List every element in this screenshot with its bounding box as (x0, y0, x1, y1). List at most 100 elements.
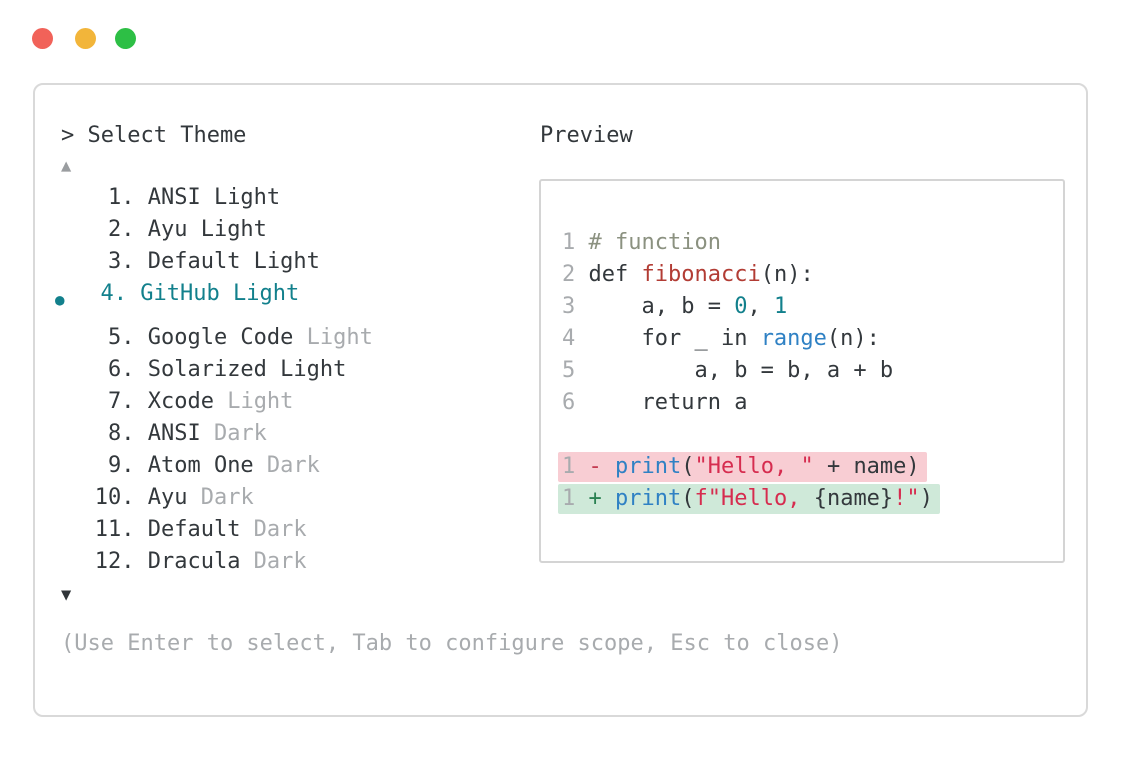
diff-highlight: 1 - print("Hello, " + name) (558, 452, 927, 482)
code-token-string: "Hello, " (694, 454, 814, 479)
zoom-button[interactable] (115, 28, 136, 49)
minimize-button[interactable] (75, 28, 96, 49)
theme-option-variant: Dark (200, 421, 267, 446)
scroll-down-icon[interactable]: ▼ (61, 585, 72, 605)
theme-option-number: 8 (107, 421, 122, 446)
code-token-builtin: print (615, 454, 682, 479)
theme-option-label: Dracula (147, 549, 241, 574)
theme-option-separator: . (121, 389, 148, 414)
theme-option-9[interactable]: 9. Atom One Dark (55, 450, 373, 482)
diff-highlight: 1 + print(f"Hello, {name}!") (558, 484, 940, 514)
theme-option-number: 1 (107, 185, 122, 210)
code-token-text: , (747, 294, 774, 319)
theme-option-separator: . (121, 357, 148, 382)
theme-option-1[interactable]: 1. ANSI Light (55, 182, 373, 214)
theme-option-label: Default Light (147, 249, 320, 274)
theme-option-10[interactable]: 10. Ayu Dark (55, 482, 373, 514)
code-token-function: fibonacci (641, 262, 761, 287)
code-token-string: !" (893, 486, 920, 511)
theme-option-number: 2 (107, 217, 122, 242)
close-button[interactable] (32, 28, 53, 49)
theme-option-number: 3 (107, 249, 122, 274)
code-token-builtin: print (615, 486, 682, 511)
code-token-text: for _ in (588, 326, 761, 351)
theme-option-label: Xcode (147, 389, 214, 414)
theme-option-number: 11 (94, 517, 122, 542)
code-token-text: ( (681, 486, 695, 511)
page-title: > Select Theme (61, 123, 247, 148)
theme-option-4[interactable]: ●4. GitHub Light (55, 278, 373, 322)
code-token-text: ) (919, 486, 933, 511)
theme-option-variant: Dark (240, 549, 307, 574)
theme-option-label: Default (147, 517, 241, 542)
code-token-string: f"Hello, (694, 486, 814, 511)
theme-option-separator: . (121, 185, 148, 210)
selected-bullet-icon (55, 354, 81, 386)
code-token-text: def (588, 262, 642, 287)
selected-bullet-icon (55, 246, 81, 278)
code-token-number: 0 (734, 294, 748, 319)
theme-option-number: 12 (94, 549, 122, 574)
theme-option-label: GitHub Light (140, 281, 300, 306)
theme-option-3[interactable]: 3. Default Light (55, 246, 373, 278)
theme-option-separator: . (121, 249, 148, 274)
theme-option-number: 9 (107, 453, 122, 478)
theme-option-separator: . (121, 485, 148, 510)
diff-added-line: 1 + print(f"Hello, {name}!") (558, 483, 1063, 515)
selected-bullet-icon (55, 450, 81, 482)
code-token-text: a, b = b, a + b (588, 358, 894, 383)
theme-option-2[interactable]: 2. Ayu Light (55, 214, 373, 246)
scroll-up-icon[interactable]: ▲ (61, 156, 72, 176)
code-line-3: 3 a, b = 0, 1 (562, 291, 1063, 323)
code-token-number: 1 (773, 294, 788, 319)
code-line-7 (562, 419, 1063, 451)
line-number: 1 (562, 454, 589, 479)
theme-option-number: 5 (107, 325, 122, 350)
theme-option-label: ANSI (147, 421, 201, 446)
theme-option-variant: Dark (253, 453, 320, 478)
theme-option-8[interactable]: 8. ANSI Dark (55, 418, 373, 450)
theme-option-separator: . (121, 325, 148, 350)
theme-option-7[interactable]: 7. Xcode Light (55, 386, 373, 418)
selected-bullet-icon (55, 514, 81, 546)
keyboard-hint: (Use Enter to select, Tab to configure s… (61, 631, 843, 656)
theme-option-separator: . (121, 517, 148, 542)
code-line-4: 4 for _ in range(n): (562, 323, 1063, 355)
line-number: 1 (562, 230, 589, 255)
selected-bullet-icon (55, 214, 81, 246)
theme-option-label: ANSI Light (147, 185, 281, 210)
theme-option-label: Ayu Light (147, 217, 267, 242)
theme-option-number: 7 (107, 389, 122, 414)
theme-option-11[interactable]: 11. Default Dark (55, 514, 373, 546)
code-token-text: (n): (826, 326, 880, 351)
code-token-added_sign: + (588, 486, 615, 511)
diff-removed-line: 1 - print("Hello, " + name) (558, 451, 1063, 483)
theme-option-label: Google Code (147, 325, 294, 350)
theme-list: 1. ANSI Light 2. Ayu Light 3. Default Li… (55, 182, 373, 578)
line-number: 3 (562, 294, 589, 319)
selected-bullet-icon (55, 386, 81, 418)
code-preview-pane: 1 # function 2 def fibonacci (n): 3 a, b = … (539, 179, 1065, 563)
line-number: 4 (562, 326, 589, 351)
theme-option-separator: . (113, 281, 141, 306)
selected-bullet-icon: ● (55, 290, 65, 309)
theme-option-number: 10 (94, 485, 122, 510)
code-token-builtin: range (760, 326, 827, 351)
theme-option-variant: Dark (187, 485, 254, 510)
line-number: 1 (562, 486, 589, 511)
line-number: 6 (562, 390, 589, 415)
theme-option-variant: Light (213, 389, 294, 414)
selected-bullet-icon (55, 418, 81, 450)
theme-option-5[interactable]: 5. Google Code Light (55, 322, 373, 354)
code-token-text: {name} (813, 486, 894, 511)
theme-picker-window: > Select Theme ▲ 1. ANSI Light 2. Ayu Li… (33, 83, 1088, 717)
theme-option-separator: . (121, 453, 148, 478)
theme-option-separator: . (121, 549, 148, 574)
theme-option-12[interactable]: 12. Dracula Dark (55, 546, 373, 578)
theme-option-label: Solarized Light (147, 357, 347, 382)
theme-option-6[interactable]: 6. Solarized Light (55, 354, 373, 386)
line-number: 2 (562, 262, 589, 287)
code-token-comment: # function (588, 230, 721, 255)
selected-bullet-icon (55, 322, 81, 354)
code-token-removed_sign: - (588, 454, 615, 479)
